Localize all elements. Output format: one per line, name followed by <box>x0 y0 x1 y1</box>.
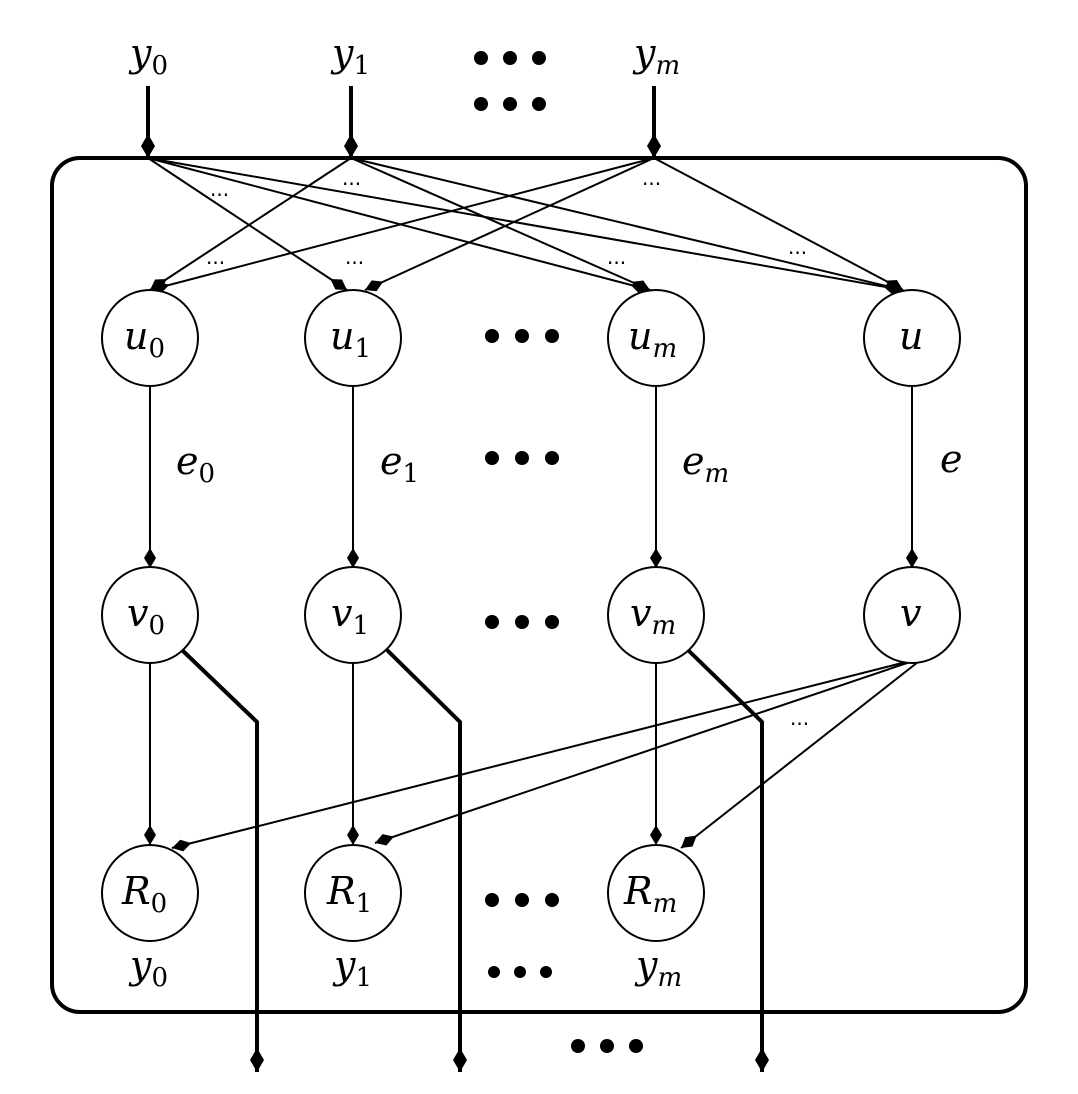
edge-label-e: e <box>940 437 963 481</box>
input-label-ym: ym <box>632 31 680 81</box>
u-node-row: u0 u1 um u <box>101 289 961 387</box>
output-labels: y0 y1 ym <box>128 943 682 993</box>
small-ellipsis: ... <box>342 166 361 190</box>
u-to-v-edges <box>144 387 918 568</box>
v-node-row: v0 v1 vm v <box>101 566 961 664</box>
edge-labels: e0 e1 em e <box>176 437 963 489</box>
svg-text:Rm: Rm <box>623 869 677 919</box>
node-r1: R1 <box>304 844 402 942</box>
small-ellipsis: ... <box>790 706 809 730</box>
ellipsis-input-top <box>474 51 546 65</box>
svg-text:v: v <box>900 591 922 635</box>
ellipsis-input-bottom <box>474 97 546 111</box>
input-to-u-edges <box>147 157 904 295</box>
ellipsis-outside-bottom <box>571 1039 643 1053</box>
svg-text:v0: v0 <box>127 591 165 641</box>
small-ellipsis: ... <box>642 166 661 190</box>
small-ellipsis: ... <box>788 235 807 259</box>
output-label-y0: y0 <box>128 943 168 993</box>
svg-text:u1: u1 <box>330 314 371 364</box>
small-ellipsis-labels: ... ... ... ... ... ... ... ... <box>206 166 809 730</box>
r-node-row: R0 R1 Rm <box>101 844 705 942</box>
small-ellipsis: ... <box>607 245 626 269</box>
input-label-y0: y0 <box>128 31 168 81</box>
v-to-r-edges <box>144 663 662 845</box>
node-u1: u1 <box>304 289 402 387</box>
node-u0: u0 <box>101 289 199 387</box>
edge-label-e0: e0 <box>176 439 215 489</box>
ellipsis-r-row <box>485 893 559 907</box>
input-labels: y0 y1 ym <box>128 31 680 81</box>
svg-text:R0: R0 <box>121 869 167 919</box>
output-paths <box>180 648 769 1072</box>
svg-text:R1: R1 <box>326 869 372 919</box>
ellipsis-output-row <box>488 966 552 978</box>
ellipsis-v-row <box>485 615 559 629</box>
edge-label-em: em <box>682 439 729 489</box>
small-ellipsis: ... <box>206 245 225 269</box>
svg-text:vm: vm <box>630 591 676 641</box>
node-v1: v1 <box>304 566 402 664</box>
input-arrows <box>141 86 661 158</box>
input-label-y1: y1 <box>330 31 370 81</box>
small-ellipsis: ... <box>210 177 229 201</box>
node-r0: R0 <box>101 844 199 942</box>
svg-text:u0: u0 <box>124 314 165 364</box>
node-u: u <box>863 289 961 387</box>
output-label-ym: ym <box>634 943 682 993</box>
svg-text:v1: v1 <box>331 591 369 641</box>
network-boundary <box>50 156 1028 1014</box>
edge-label-e1: e1 <box>380 439 419 489</box>
node-v: v <box>863 566 961 664</box>
node-vm: vm <box>607 566 705 664</box>
svg-text:um: um <box>628 314 677 364</box>
node-v0: v0 <box>101 566 199 664</box>
ellipsis-u-row <box>485 329 559 343</box>
v-to-r-cross-edges <box>171 661 919 852</box>
output-label-y1: y1 <box>332 943 372 993</box>
ellipsis-e-row <box>485 451 559 465</box>
node-um: um <box>607 289 705 387</box>
small-ellipsis: ... <box>345 245 364 269</box>
node-rm: Rm <box>607 844 705 942</box>
svg-text:u: u <box>899 314 923 358</box>
